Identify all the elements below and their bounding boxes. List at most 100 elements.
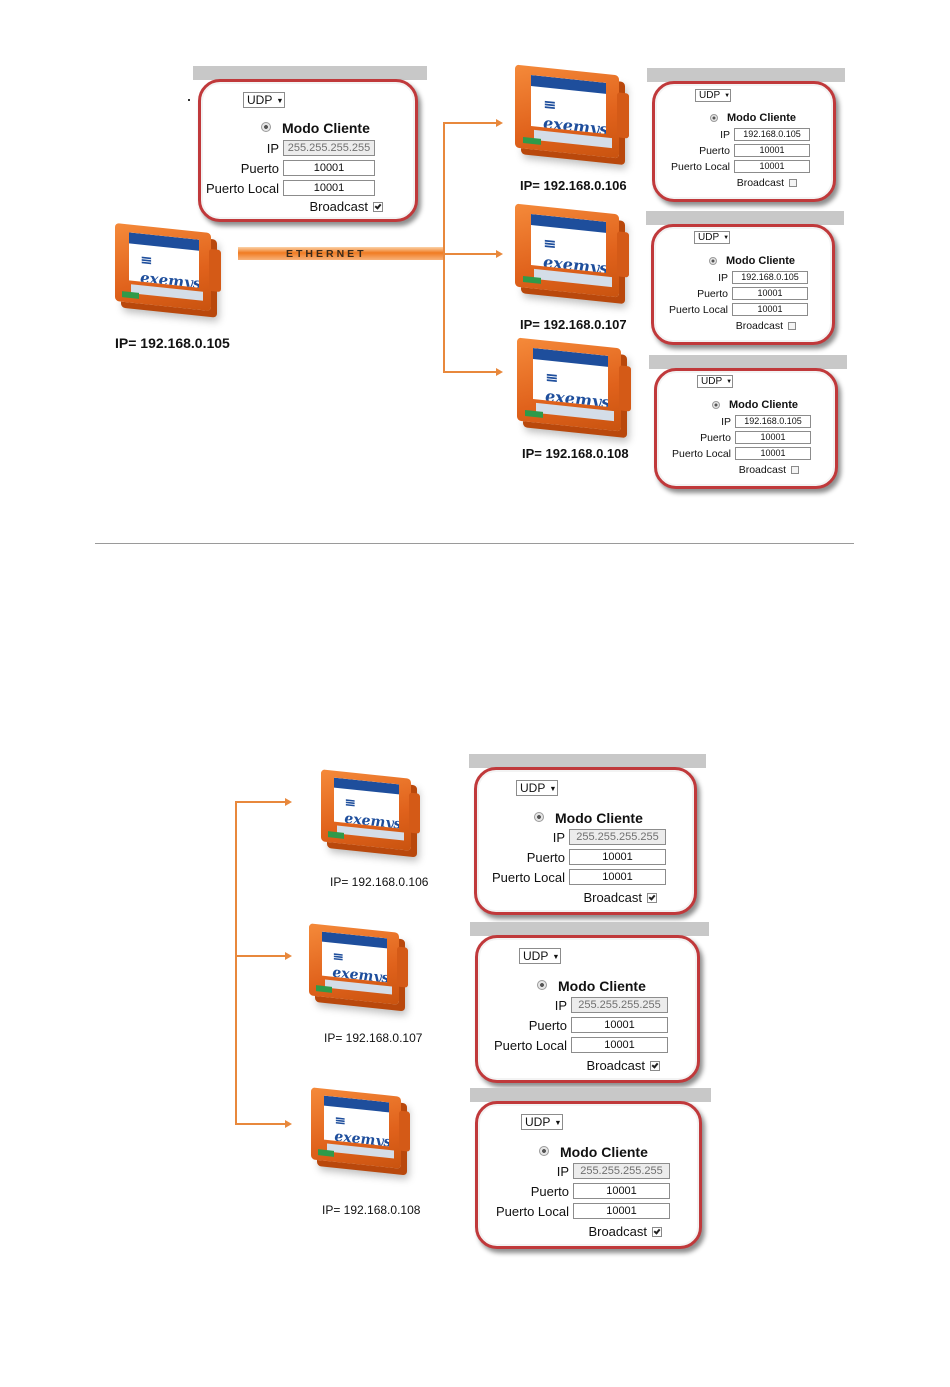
- mode-radio[interactable]: [709, 257, 717, 265]
- chevron-down-icon: ▼: [726, 379, 733, 385]
- local-port-field[interactable]: 10001: [735, 447, 811, 460]
- ip-field[interactable]: 255.255.255.255: [573, 1163, 670, 1179]
- local-port-field-label: Puerto Local: [492, 869, 565, 885]
- mode-label: Modo Cliente: [558, 978, 646, 994]
- ip-field[interactable]: 192.168.0.105: [732, 271, 808, 284]
- mode-select[interactable]: UDP▼: [695, 89, 731, 102]
- mode-select[interactable]: UDP▼: [519, 948, 561, 964]
- broadcast-row: Broadcast: [500, 1058, 660, 1073]
- broadcast-label: Broadcast: [736, 177, 784, 189]
- mode-select[interactable]: UDP▼: [694, 231, 730, 244]
- ip-field-label: IP: [720, 128, 730, 141]
- mode-radio[interactable]: [539, 1146, 549, 1156]
- branch-line-3: [443, 371, 498, 373]
- port-field[interactable]: 10001: [735, 431, 811, 444]
- mode-label: Modo Cliente: [555, 810, 643, 826]
- local-port-field[interactable]: 10001: [734, 160, 810, 173]
- local-port-field-label: Puerto Local: [206, 180, 279, 196]
- branch-trunk: [443, 122, 445, 372]
- mode-select[interactable]: UDP▼: [521, 1114, 563, 1130]
- mode-radio[interactable]: [710, 114, 718, 122]
- device-label: exemys: [334, 777, 400, 829]
- mode-radio[interactable]: [534, 812, 544, 822]
- ip-field[interactable]: 192.168.0.105: [735, 415, 811, 428]
- device-label: exemys: [322, 931, 388, 983]
- broadcast-row: Broadcast: [499, 890, 657, 905]
- mode-select-value: UDP: [699, 90, 721, 101]
- mode-select-value: UDP: [523, 949, 549, 963]
- broadcast-checkbox[interactable]: [373, 201, 383, 212]
- port-field-row: Puerto 10001: [659, 431, 811, 444]
- chevron-down-icon: ▼: [724, 93, 731, 99]
- broadcast-label: Broadcast: [735, 320, 783, 332]
- branch-line-2: [443, 253, 498, 255]
- chevron-down-icon: ▼: [549, 784, 557, 793]
- port-field[interactable]: 10001: [732, 287, 808, 300]
- local-port-field-label: Puerto Local: [669, 303, 728, 316]
- mode-radio[interactable]: [712, 401, 720, 409]
- port-field-label: Puerto: [528, 1017, 567, 1033]
- mode-select[interactable]: UDP▼: [697, 375, 733, 388]
- ethernet-label: ETHERNET: [286, 248, 367, 260]
- mode-select-value: UDP: [520, 781, 546, 795]
- broadcast-checkbox[interactable]: [650, 1060, 660, 1071]
- mode-label: Modo Cliente: [729, 399, 799, 411]
- local-port-field[interactable]: 10001: [571, 1037, 668, 1053]
- bottom-client-device-108: exemys: [302, 1086, 414, 1178]
- broadcast-checkbox[interactable]: [789, 179, 797, 187]
- ip-field[interactable]: 255.255.255.255: [283, 140, 375, 156]
- broadcast-checkbox[interactable]: [652, 1226, 662, 1237]
- ip-field-label: IP: [266, 140, 279, 156]
- port-field[interactable]: 10001: [573, 1183, 670, 1199]
- device-label: exemys: [129, 232, 199, 288]
- port-field[interactable]: 10001: [734, 144, 810, 157]
- mode-radio[interactable]: [261, 122, 271, 132]
- local-port-field-label: Puerto Local: [671, 160, 730, 173]
- client-ip-108: IP= 192.168.0.108: [522, 446, 629, 461]
- arrow-3: [496, 368, 503, 376]
- chevron-down-icon: ▼: [723, 235, 730, 241]
- chevron-down-icon: ▼: [276, 96, 284, 105]
- client-ip-106: IP= 192.168.0.106: [520, 178, 627, 193]
- ip-field[interactable]: 255.255.255.255: [571, 997, 668, 1013]
- mode-select[interactable]: UDP▼: [243, 92, 285, 108]
- broadcast-row: Broadcast: [677, 177, 797, 189]
- broadcast-checkbox[interactable]: [791, 466, 799, 474]
- broadcast-checkbox[interactable]: [788, 322, 796, 330]
- ip-field[interactable]: 255.255.255.255: [569, 829, 666, 845]
- panel-title-bar: [469, 754, 706, 768]
- port-field[interactable]: 10001: [569, 849, 666, 865]
- mode-select[interactable]: UDP▼: [516, 780, 558, 796]
- broadcast-checkbox[interactable]: [647, 892, 657, 903]
- broadcast-label: Broadcast: [583, 890, 642, 905]
- mode-radio[interactable]: [537, 980, 547, 990]
- bottom-client-ip-106: IP= 192.168.0.106: [330, 875, 429, 889]
- ip-field[interactable]: 192.168.0.105: [734, 128, 810, 141]
- broadcast-row: Broadcast: [223, 199, 383, 214]
- panel-title-bar: [646, 211, 844, 225]
- port-field-label: Puerto: [530, 1183, 569, 1199]
- panel-title-bar: [647, 68, 845, 82]
- local-port-field[interactable]: 10001: [573, 1203, 670, 1219]
- server-device: exemys: [105, 222, 225, 322]
- local-port-field[interactable]: 10001: [569, 869, 666, 885]
- broadcast-label: Broadcast: [738, 464, 786, 476]
- port-field-label: Puerto: [699, 144, 730, 157]
- local-port-field-row: Puerto Local 10001: [657, 160, 810, 173]
- port-field[interactable]: 10001: [283, 160, 375, 176]
- local-port-field[interactable]: 10001: [732, 303, 808, 316]
- arrow-2: [496, 250, 503, 258]
- local-port-field[interactable]: 10001: [283, 180, 375, 196]
- port-field-label: Puerto: [700, 431, 731, 444]
- port-field[interactable]: 10001: [571, 1017, 668, 1033]
- bottom-client-device-106: exemys: [312, 768, 424, 860]
